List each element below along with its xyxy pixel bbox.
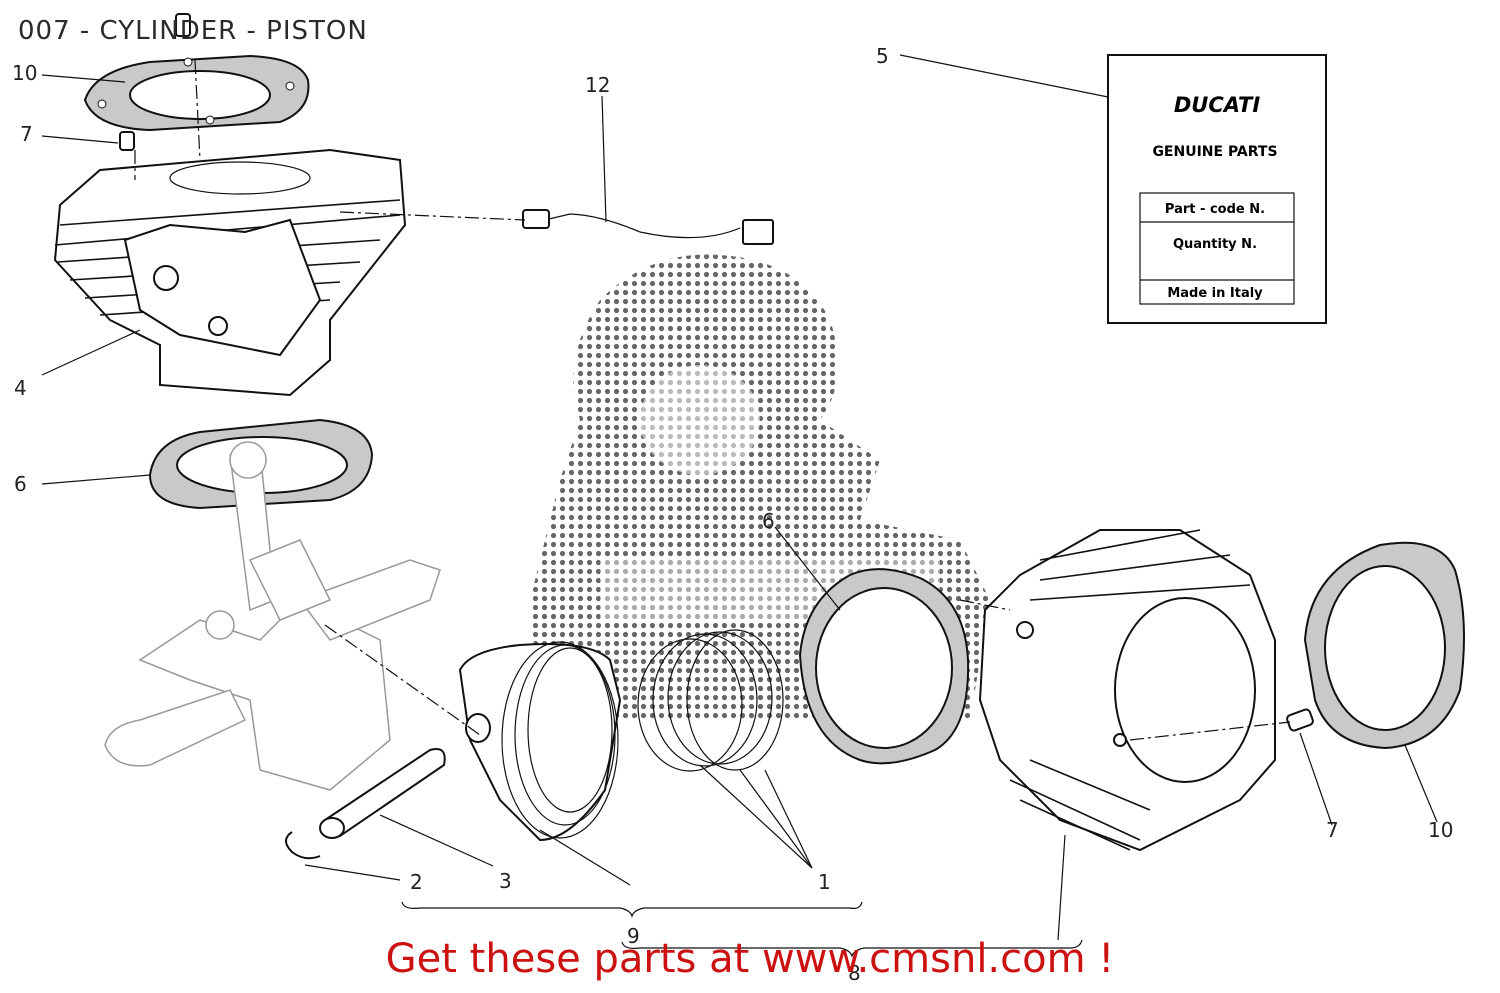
callout-12: 12	[585, 73, 610, 97]
callout-7-top: 7	[20, 122, 33, 146]
part-code-row: Part - code N.	[1165, 202, 1265, 217]
crankshaft-assembly	[104, 441, 441, 791]
leader-lines	[41, 54, 1438, 941]
brace-8	[621, 939, 1083, 958]
callout-6-right: 6	[762, 509, 775, 533]
made-in-italy-row: Made in Italy	[1167, 286, 1263, 301]
page-title: 007 - CYLINDER - PISTON	[18, 16, 368, 46]
callout-4: 4	[14, 376, 27, 400]
callout-8: 8	[848, 961, 861, 985]
piston	[458, 641, 622, 842]
head-gasket-right	[1303, 541, 1465, 750]
callout-9: 9	[627, 924, 640, 948]
cmsnl-banner-link[interactable]: Get these parts at www.cmsnl.com !	[385, 936, 1115, 982]
gudgeon-pin	[319, 748, 446, 839]
callout-7-right: 7	[1326, 818, 1339, 842]
callout-6-left: 6	[14, 472, 27, 496]
temperature-sensor	[522, 209, 774, 245]
piston-rings	[637, 629, 784, 772]
callouts: 10 7 4 6 12 5 6 2 3 1 9 8 7 10	[12, 44, 1453, 985]
callout-1: 1	[818, 870, 831, 894]
cylinder-right	[978, 529, 1276, 852]
ducati-logo-text: DUCATI	[1174, 93, 1260, 117]
quantity-row: Quantity N.	[1173, 237, 1257, 252]
callout-10-right: 10	[1428, 818, 1453, 842]
brace-9	[401, 901, 863, 918]
callout-2: 2	[410, 870, 423, 894]
genuine-parts-label: DUCATI GENUINE PARTS Part - code N. Quan…	[1107, 54, 1327, 324]
cylinder-top	[53, 148, 407, 397]
dowel-pin-top	[119, 13, 191, 151]
circlip	[285, 831, 321, 860]
callout-10-top: 10	[12, 61, 37, 85]
callout-5: 5	[876, 44, 889, 68]
dowel-pin-right	[1286, 708, 1314, 732]
callout-3: 3	[499, 869, 512, 893]
genuine-parts-heading: GENUINE PARTS	[1152, 144, 1277, 160]
base-gasket-right	[798, 568, 970, 765]
